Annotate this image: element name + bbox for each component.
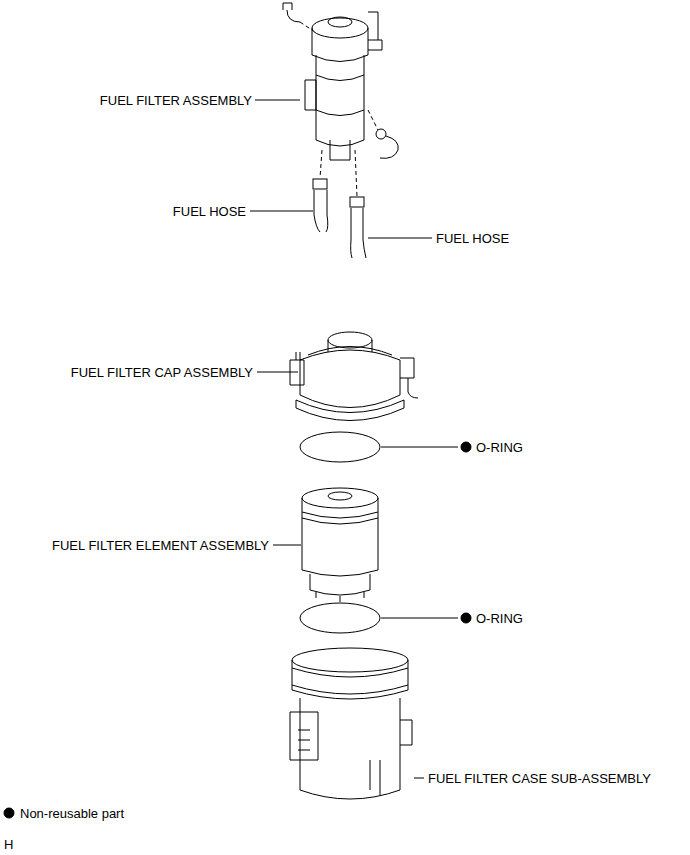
fuel-hoses	[313, 179, 366, 258]
o-ring	[300, 603, 380, 633]
leader-lines	[250, 100, 458, 778]
part-label: O-RING	[476, 612, 523, 625]
non-reusable-mark	[461, 442, 471, 452]
part-label: FUEL FILTER ELEMENT ASSEMBLY	[52, 539, 269, 552]
non-reusable-mark	[461, 613, 471, 623]
legend-mark	[4, 808, 14, 818]
part-label: FUEL HOSE	[173, 205, 246, 218]
part-label: O-RING	[476, 441, 523, 454]
part-label: FUEL HOSE	[436, 232, 509, 245]
o-ring	[300, 432, 380, 462]
fuel-filter-element	[302, 488, 378, 602]
fuel-filter-cap	[290, 332, 418, 421]
fuel-filter-case	[290, 648, 412, 799]
part-label: FUEL FILTER CASE SUB-ASSEMBLY	[428, 772, 651, 785]
legend-text: Non-reusable part	[20, 807, 124, 820]
fuel-filter-assembly	[283, 3, 398, 196]
part-label: FUEL FILTER CAP ASSEMBLY	[71, 366, 253, 379]
figure-code: H	[4, 838, 13, 851]
part-label: FUEL FILTER ASSEMBLY	[100, 94, 252, 107]
